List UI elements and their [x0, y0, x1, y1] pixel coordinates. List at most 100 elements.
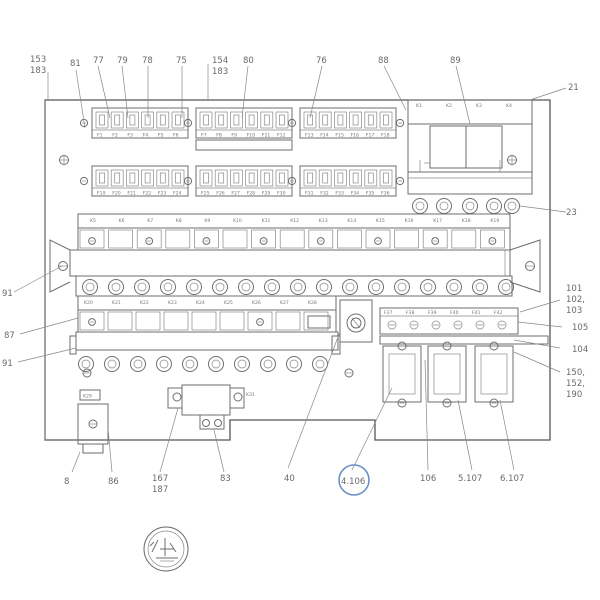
fuse: [230, 169, 243, 187]
fuse: [364, 169, 378, 187]
relay-label: K7: [147, 218, 153, 224]
fuse-label: F34: [351, 191, 360, 197]
transformer: [427, 341, 467, 408]
callout-80: 80: [243, 56, 254, 66]
fuse-label: F1: [97, 133, 103, 139]
transformer-screw-bottom: [489, 398, 499, 408]
transformer-screw-bottom: [397, 398, 407, 408]
callout-81: 81: [70, 59, 81, 69]
relay-label: K18: [462, 218, 471, 224]
terminal: [160, 279, 176, 295]
callout-79: 79: [117, 56, 128, 66]
connector-k29: K29: [77, 389, 109, 454]
relay: [79, 229, 105, 249]
relay: [308, 229, 334, 249]
terminal: [182, 356, 198, 372]
transformer-screw-top: [442, 341, 452, 351]
fuse-label: F14: [320, 133, 329, 139]
fuse-label: F27: [231, 191, 240, 197]
relay-label: K11: [262, 218, 271, 224]
relay-label: K19: [490, 218, 499, 224]
fuse-label: F4: [143, 133, 149, 139]
terminal: [264, 279, 280, 295]
relay: [422, 229, 448, 249]
terminal: [238, 279, 254, 295]
relay-label: K15: [376, 218, 385, 224]
fuse-label: F17: [366, 133, 375, 139]
callout-6-107: 6.107: [500, 474, 524, 484]
fuse-block-screw-left: [79, 176, 89, 186]
transformer: [382, 341, 422, 408]
relay-label: K21: [112, 300, 121, 306]
fuse: [141, 169, 154, 187]
relay-label: K9: [204, 218, 210, 224]
small-fuse-label: F40: [450, 310, 459, 316]
fuse: [349, 169, 362, 187]
terminal: [156, 356, 172, 372]
fuse-label: F20: [112, 191, 121, 197]
fuse: [303, 169, 317, 187]
relay-label: K16: [405, 218, 414, 224]
relay: [163, 311, 189, 331]
terminal: [104, 356, 120, 372]
relay: [165, 229, 191, 249]
fuse: [364, 111, 378, 129]
fuse-label: F5: [158, 133, 164, 139]
fuse-block-screw-right: [395, 176, 405, 186]
relay-label: K17: [433, 218, 442, 224]
terminal: [208, 356, 224, 372]
fuse-label: F16: [351, 133, 360, 139]
callout-40: 40: [284, 474, 295, 484]
small-fuse: [475, 320, 485, 330]
relay-label: K13: [319, 218, 328, 224]
k31-label: K31: [246, 392, 255, 398]
fuse: [334, 169, 347, 187]
fuse: [110, 169, 124, 187]
relay-label: K6: [119, 218, 125, 224]
terminal-strip: [75, 275, 514, 297]
terminal: [446, 279, 462, 295]
callout-150: 150,: [566, 368, 585, 378]
callout-183b: 183: [212, 67, 228, 77]
small-fuse-label: F41: [472, 310, 481, 316]
relay: [337, 229, 362, 249]
terminal: [312, 356, 328, 372]
transformer-screw-top: [489, 341, 499, 351]
terminal: [498, 279, 514, 295]
fuse-label: F23: [158, 191, 167, 197]
relay: [247, 311, 273, 331]
terminal-screw: [504, 198, 520, 214]
fuse: [275, 111, 289, 129]
callout-21: 21: [568, 83, 579, 93]
mount-screw-lower-mid: [344, 368, 354, 378]
relay: [279, 229, 305, 249]
terminal: [290, 279, 306, 295]
fuse: [141, 111, 154, 129]
fuse-label: F30: [277, 191, 286, 197]
relay: [219, 311, 245, 331]
mount-screw-mid-right: [525, 261, 535, 271]
fuse: [171, 111, 185, 129]
fuse-label: F28: [247, 191, 256, 197]
callout-77: 77: [93, 56, 104, 66]
din-rail-right: [379, 335, 549, 345]
callout-105: 105: [572, 323, 588, 333]
terminal: [82, 279, 98, 295]
fuse-label: F36: [381, 191, 390, 197]
fuse-label: F29: [262, 191, 271, 197]
relay-label: K10: [233, 218, 242, 224]
transformer-screw-bottom: [442, 398, 452, 408]
fuse: [199, 169, 213, 187]
fuse: [156, 111, 170, 129]
relay-label: K12: [290, 218, 299, 224]
fuse: [260, 111, 274, 129]
relay-screw: [256, 318, 264, 326]
mount-screw-mid-left: [58, 261, 68, 271]
leader-lines: [13, 64, 567, 473]
